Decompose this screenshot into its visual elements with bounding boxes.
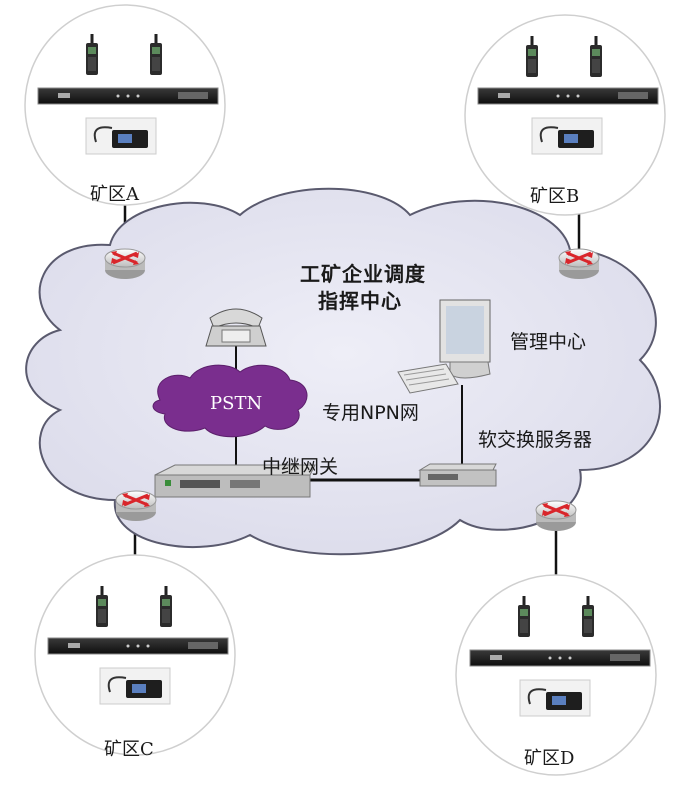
npn-label: 专用NPN网 <box>322 402 419 424</box>
router-icon <box>534 499 578 533</box>
area-a-circle <box>24 4 226 206</box>
dispatch-cloud <box>25 187 661 556</box>
area-c-circle <box>34 554 236 756</box>
router-icon <box>103 247 147 281</box>
softswitch-label: 软交换服务器 <box>478 429 593 451</box>
area-d-circle <box>455 574 657 776</box>
telephone-icon <box>205 308 267 347</box>
center-title-line1: 工矿企业调度 <box>300 262 426 286</box>
area-c-label: 矿区C <box>104 739 154 760</box>
router-icon <box>557 247 601 281</box>
pstn-label: PSTN <box>210 393 263 414</box>
management-label: 管理中心 <box>510 331 587 353</box>
area-b-label: 矿区B <box>530 186 580 207</box>
center-title-line2: 指挥中心 <box>318 289 402 313</box>
softswitch-server <box>418 463 497 487</box>
area-a-label: 矿区A <box>90 184 139 205</box>
area-b-circle <box>464 14 666 216</box>
trunk-gateway-device <box>154 464 316 498</box>
trunk-gateway-label: 中继网关 <box>262 456 339 478</box>
router-icon <box>114 489 158 523</box>
pstn-cloud <box>152 364 308 438</box>
area-d-label: 矿区D <box>524 748 575 769</box>
computer-icon <box>397 299 491 394</box>
